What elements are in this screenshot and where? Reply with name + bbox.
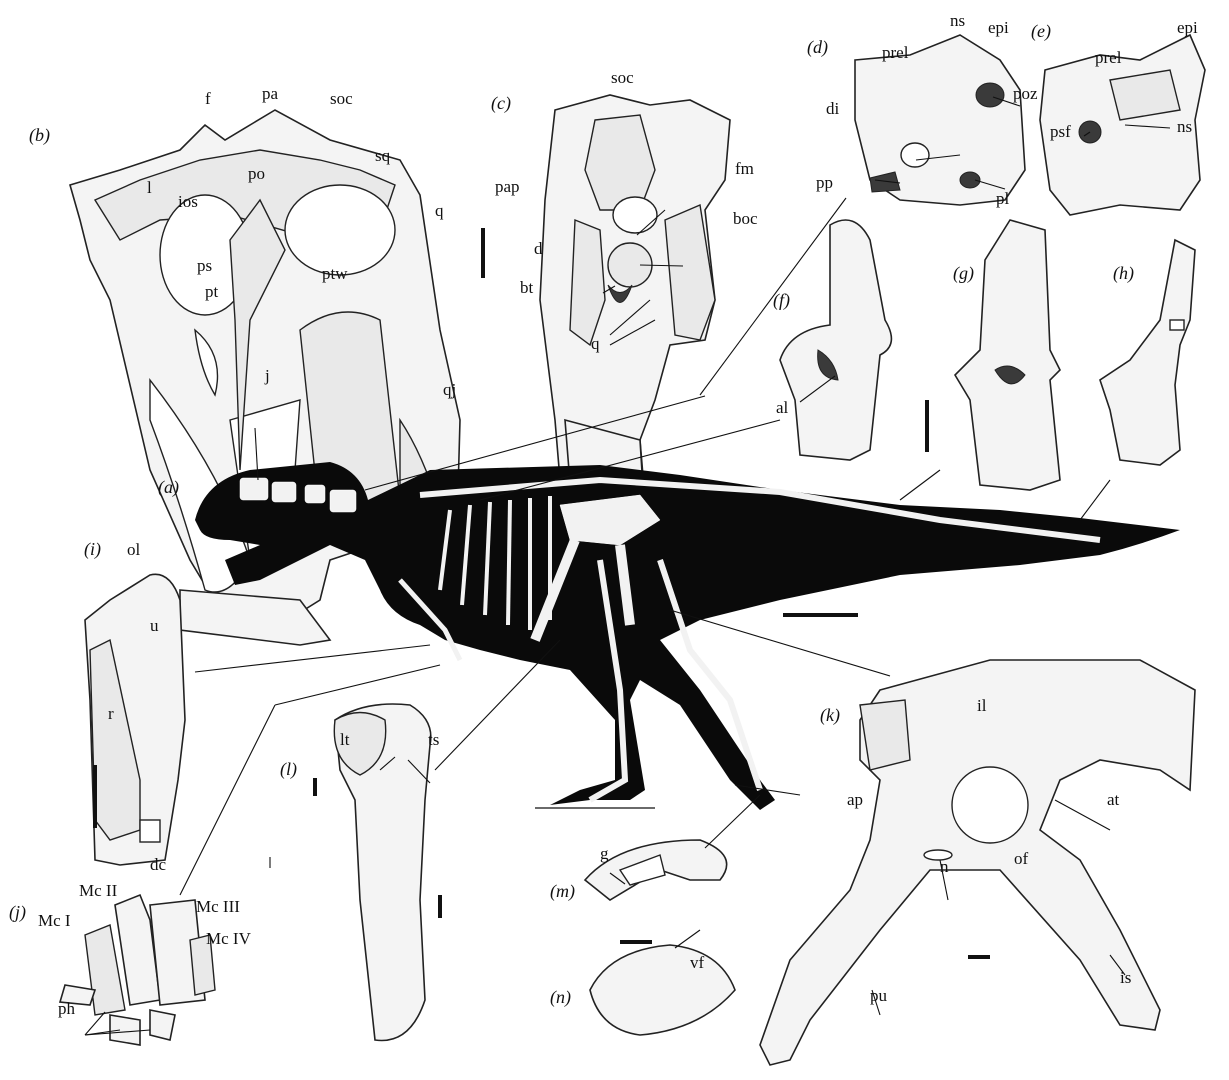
label-mc4: Mc IV: [206, 929, 252, 948]
label-mc1: Mc I: [38, 911, 71, 930]
label-ts: ts: [428, 730, 439, 749]
panel-label-l: (l): [280, 759, 297, 780]
ulna-radius-drawing: [85, 574, 185, 865]
label-di: di: [826, 99, 840, 118]
label-j: j: [264, 366, 270, 385]
label-vf: vf: [690, 953, 705, 972]
label-ptw: ptw: [322, 264, 348, 283]
label-psf: psf: [1050, 122, 1071, 141]
label-mc2: Mc II: [79, 881, 118, 900]
label-pt: pt: [205, 282, 219, 301]
label-prel-e: prel: [1095, 48, 1122, 67]
label-dc: dc: [150, 855, 167, 874]
label-qj: qj: [443, 380, 456, 399]
label-at: at: [1107, 790, 1120, 809]
leader-caudal-h: [1080, 480, 1110, 520]
caudal-vertebra-f-drawing: [780, 220, 891, 460]
label-mc3: Mc III: [196, 897, 240, 916]
manus-drawing: [60, 895, 215, 1045]
label-lt: lt: [340, 730, 350, 749]
label-epi-e: epi: [1177, 18, 1198, 37]
label-q-c: q: [591, 334, 600, 353]
panel-label-c: (c): [491, 93, 511, 114]
femur-drawing: [334, 704, 431, 1041]
label-soc: soc: [330, 89, 353, 108]
label-bt: bt: [520, 278, 534, 297]
ungual-n-drawing: [590, 945, 735, 1035]
label-boc: boc: [733, 209, 758, 228]
panel-label-i: (i): [84, 539, 101, 560]
label-of: of: [1014, 849, 1029, 868]
label-pap: pap: [495, 177, 520, 196]
panel-label-g: (g): [953, 263, 974, 284]
label-pl: pl: [996, 189, 1010, 208]
panel-label-h: (h): [1113, 263, 1134, 284]
label-u: u: [150, 616, 159, 635]
panel-label-f: (f): [773, 290, 790, 311]
label-poz: poz: [1013, 84, 1038, 103]
leader-ungual: [705, 795, 760, 848]
panel-label-b: (b): [29, 125, 50, 146]
label-ns-e: ns: [1177, 117, 1192, 136]
label-epi-d: epi: [988, 18, 1009, 37]
panel-label-m: (m): [550, 881, 575, 902]
label-pa: pa: [262, 84, 279, 103]
label-al: al: [776, 398, 789, 417]
label-po: po: [248, 164, 265, 183]
label-d: d: [534, 239, 543, 258]
leader-at: [1055, 800, 1110, 830]
label-l: l: [147, 178, 152, 197]
label-il: il: [977, 696, 987, 715]
panel-label-a: (a): [158, 477, 179, 498]
label-ns-d: ns: [950, 11, 965, 30]
label-ap: ap: [847, 790, 863, 809]
label-r: r: [108, 704, 114, 723]
label-pp: pp: [816, 173, 833, 192]
leader-manus-a: [180, 705, 275, 895]
vertebra-d-drawing: [855, 35, 1025, 205]
leader-vf: [675, 930, 700, 948]
label-soc-c: soc: [611, 68, 634, 87]
panel-label-d: (d): [807, 37, 828, 58]
label-f: f: [205, 89, 211, 108]
label-ps: ps: [197, 256, 212, 275]
panel-label-e: (e): [1031, 21, 1051, 42]
label-ol: ol: [127, 540, 141, 559]
label-ph: ph: [58, 999, 76, 1018]
label-fm: fm: [735, 159, 754, 178]
leader-manus-b: [275, 665, 440, 705]
leader-caudal-g: [900, 470, 940, 500]
leader-femur: [435, 640, 560, 770]
panel-label-j: (j): [9, 902, 26, 923]
label-g: g: [600, 844, 609, 863]
leader-forearm: [195, 645, 430, 672]
label-is: is: [1120, 968, 1131, 987]
panel-label-k: (k): [820, 705, 840, 726]
label-ios: ios: [178, 192, 198, 211]
label-sq: sq: [375, 146, 391, 165]
label-pu: pu: [870, 986, 888, 1005]
panel-label-n: (n): [550, 987, 571, 1008]
label-prel-d: prel: [882, 43, 909, 62]
caudal-vertebra-g-drawing: [955, 220, 1060, 490]
label-q: q: [435, 201, 444, 220]
label-n: n: [940, 857, 949, 876]
